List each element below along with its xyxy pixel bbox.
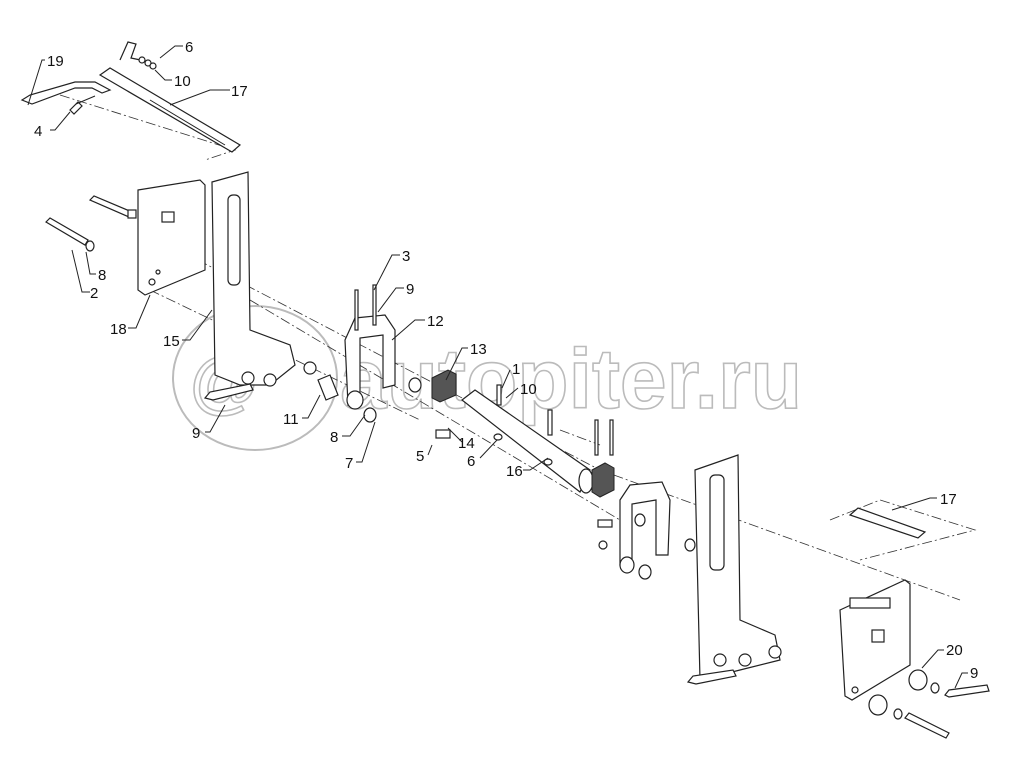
part-18-plate bbox=[137, 179, 206, 296]
watermark-text: autopiter.ru bbox=[340, 332, 802, 426]
bolts-left bbox=[45, 195, 137, 252]
callout-17: 17 bbox=[231, 83, 248, 100]
part-18-plate-right bbox=[839, 579, 911, 701]
callouts: 19 6 10 17 4 3 9 12 13 1 10 2 8 18 15 9 … bbox=[27, 39, 978, 689]
callout-9: 9 bbox=[970, 665, 978, 682]
callout-7: 7 bbox=[345, 455, 353, 472]
part-16-tube bbox=[461, 384, 614, 494]
callout-4: 4 bbox=[34, 123, 42, 140]
callout-9: 9 bbox=[192, 425, 200, 442]
callout-10: 10 bbox=[174, 73, 191, 90]
callout-12: 12 bbox=[427, 313, 444, 330]
part-20-bushings bbox=[868, 669, 990, 739]
callout-20: 20 bbox=[946, 642, 963, 659]
part-12-hinge bbox=[317, 284, 422, 423]
callout-18: 18 bbox=[110, 321, 127, 338]
callout-3: 3 bbox=[402, 248, 410, 265]
callout-1: 1 bbox=[512, 361, 520, 378]
callout-9: 9 bbox=[406, 281, 414, 298]
callout-14: 14 bbox=[458, 435, 475, 452]
callout-8: 8 bbox=[98, 267, 106, 284]
part-15-slotted-arm bbox=[203, 171, 317, 401]
small-fasteners-top bbox=[69, 56, 157, 115]
part-15-slotted-arm-right bbox=[686, 454, 782, 685]
callout-10: 10 bbox=[520, 381, 537, 398]
callout-15: 15 bbox=[163, 333, 180, 350]
callout-8: 8 bbox=[330, 429, 338, 446]
callout-6: 6 bbox=[467, 453, 475, 470]
callout-13: 13 bbox=[470, 341, 487, 358]
callout-16: 16 bbox=[506, 463, 523, 480]
part-13-clamp bbox=[431, 369, 457, 439]
part-17-rod-right bbox=[848, 507, 927, 539]
part-17-rod bbox=[98, 41, 242, 153]
right-hinge-assembly bbox=[591, 462, 696, 580]
callout-2: 2 bbox=[90, 285, 98, 302]
callout-19: 19 bbox=[47, 53, 64, 70]
callout-11: 11 bbox=[283, 411, 299, 428]
callout-17: 17 bbox=[940, 491, 957, 508]
callout-6: 6 bbox=[185, 39, 193, 56]
callout-5: 5 bbox=[416, 448, 424, 465]
part-19-bracket bbox=[20, 81, 112, 105]
